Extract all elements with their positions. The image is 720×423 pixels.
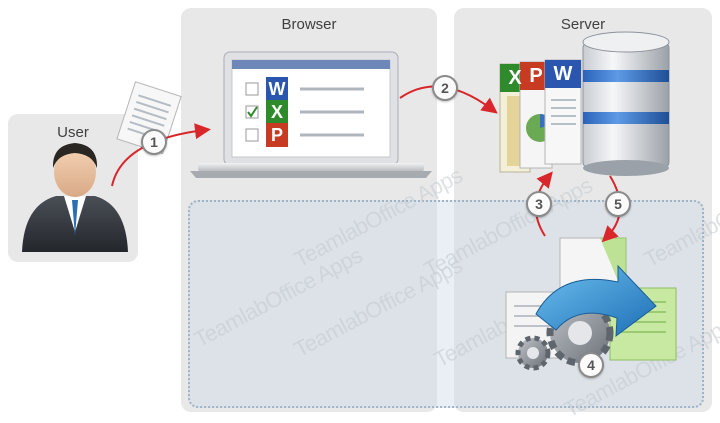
flow-arrow-1: [111, 123, 211, 187]
user-avatar-icon: [22, 143, 128, 252]
step-badge-4: 4: [578, 352, 604, 378]
server-powerpoint-letter: P: [529, 65, 543, 87]
conversion-arrow-icon: [535, 264, 657, 338]
server-word-letter: W: [553, 63, 573, 85]
step-badge-1: 1: [141, 129, 167, 155]
database-server-icon: [582, 31, 670, 176]
word-letter: W: [268, 79, 286, 99]
laptop-icon: [190, 51, 432, 178]
step-badge-2: 2: [432, 75, 458, 101]
browser-panel-title: Browser: [281, 16, 337, 33]
step-badge-3: 3: [526, 191, 552, 217]
user-panel-title: User: [57, 124, 89, 141]
powerpoint-letter: P: [270, 125, 283, 145]
word-document-icon: [544, 59, 582, 165]
server-panel-title: Server: [560, 16, 606, 33]
excel-letter: X: [270, 102, 283, 122]
server-excel-letter: X: [508, 67, 522, 89]
step-badge-5: 5: [605, 191, 631, 217]
